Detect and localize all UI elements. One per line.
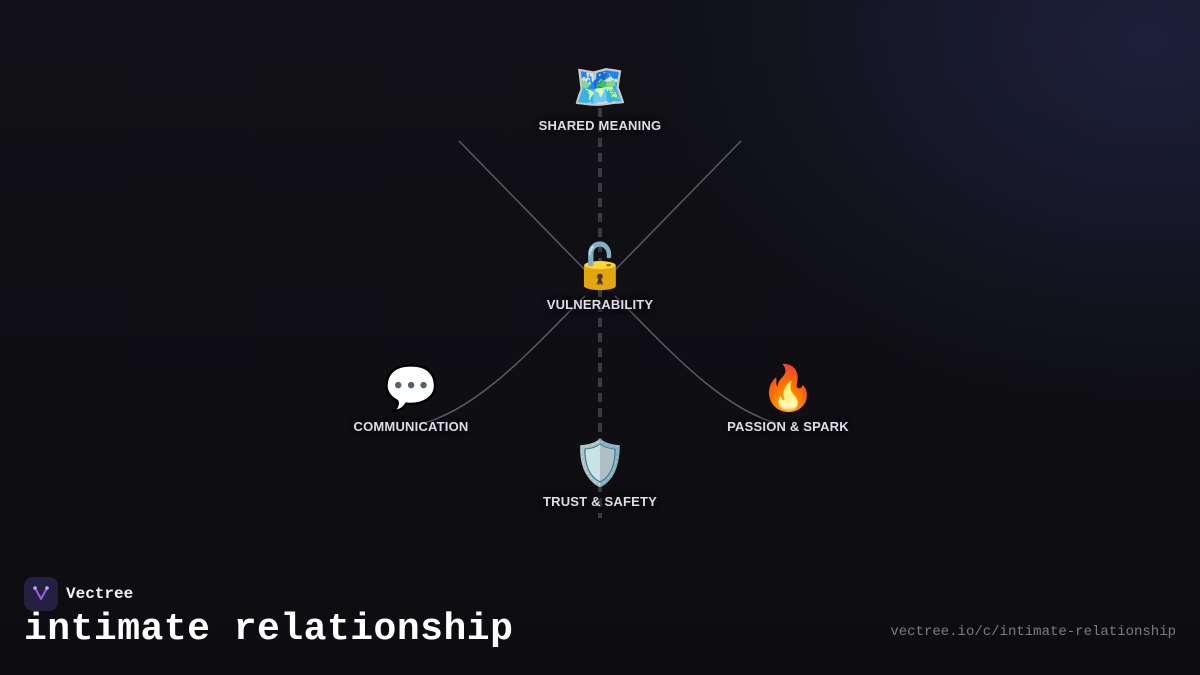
connector-right-upper [614, 140, 742, 271]
page-title: intimate relationship [24, 608, 514, 651]
node-label: TRUST & SAFETY [542, 494, 658, 509]
node-shared-meaning: 🗺️ SHARED MEANING [539, 62, 662, 133]
node-passion-spark: 🔥 PASSION & SPARK [727, 363, 849, 434]
fire-icon: 🔥 [760, 364, 816, 413]
connector-left-lower [419, 295, 586, 425]
node-communication: 💬 COMMUNICATION [353, 363, 468, 434]
node-label: SHARED MEANING [538, 118, 662, 133]
node-label: COMMUNICATION [353, 419, 469, 434]
speech-bubble-icon: 💬 [383, 364, 439, 413]
map-icon: 🗺️ [572, 63, 628, 112]
page-url[interactable]: vectree.io/c/intimate-relationship [890, 624, 1176, 640]
node-label: PASSION & SPARK [727, 419, 849, 434]
node-trust-safety: 🛡️ TRUST & SAFETY [543, 438, 657, 509]
node-vulnerability: 🔓 VULNERABILITY [547, 241, 654, 312]
unlocked-padlock-icon: 🔓 [572, 242, 628, 291]
brand-name: Vectree [66, 585, 134, 603]
brand[interactable]: Vectree [24, 577, 133, 611]
vectree-logo-icon [24, 577, 58, 611]
shield-icon: 🛡️ [572, 439, 628, 488]
connector-right-lower [614, 295, 781, 425]
node-label: VULNERABILITY [546, 297, 654, 312]
connector-left-upper [458, 140, 586, 271]
